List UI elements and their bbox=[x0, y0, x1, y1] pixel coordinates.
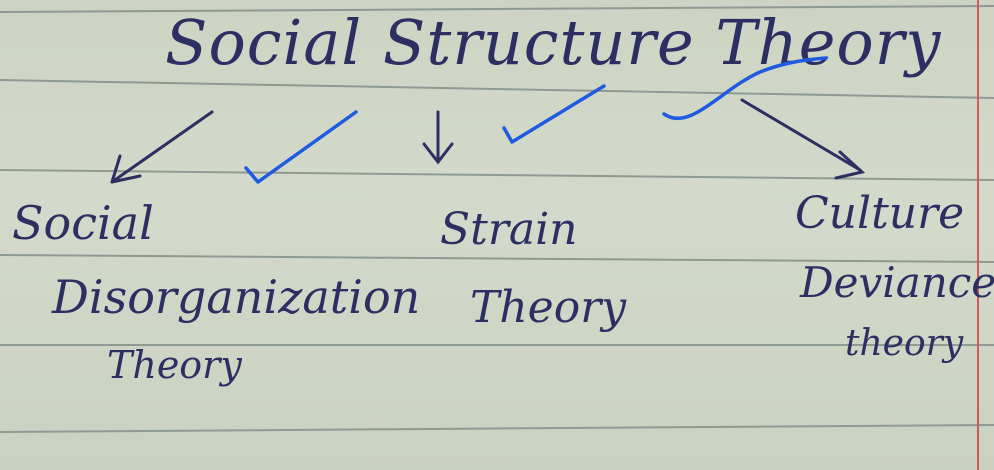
page-title: Social Structure Theory bbox=[165, 6, 942, 79]
arrowhead-right-icon bbox=[834, 150, 866, 180]
arrow-right-icon bbox=[740, 98, 862, 172]
branch-culture-deviance: Culture Deviance theory bbox=[795, 192, 994, 362]
branch-line: theory bbox=[845, 323, 964, 364]
branch-line: Social bbox=[12, 196, 154, 250]
branch-strain: Strain Theory bbox=[440, 208, 626, 330]
arrowhead-left-icon bbox=[110, 154, 142, 184]
branch-line: Theory bbox=[107, 343, 242, 387]
arrow-left-icon bbox=[110, 110, 214, 184]
branch-line: Strain bbox=[440, 204, 578, 255]
arrowhead-down-icon bbox=[422, 142, 454, 165]
branch-line: Disorganization bbox=[52, 270, 421, 324]
branch-line: Culture bbox=[795, 188, 965, 239]
branch-line: Deviance bbox=[800, 258, 994, 307]
checkmark-icon bbox=[244, 110, 358, 184]
checkmark-icon bbox=[502, 84, 606, 144]
branch-social-disorganization: Social Disorganization Theory bbox=[12, 200, 420, 384]
checkmark-icon bbox=[662, 56, 828, 121]
branch-line: Theory bbox=[470, 282, 627, 333]
